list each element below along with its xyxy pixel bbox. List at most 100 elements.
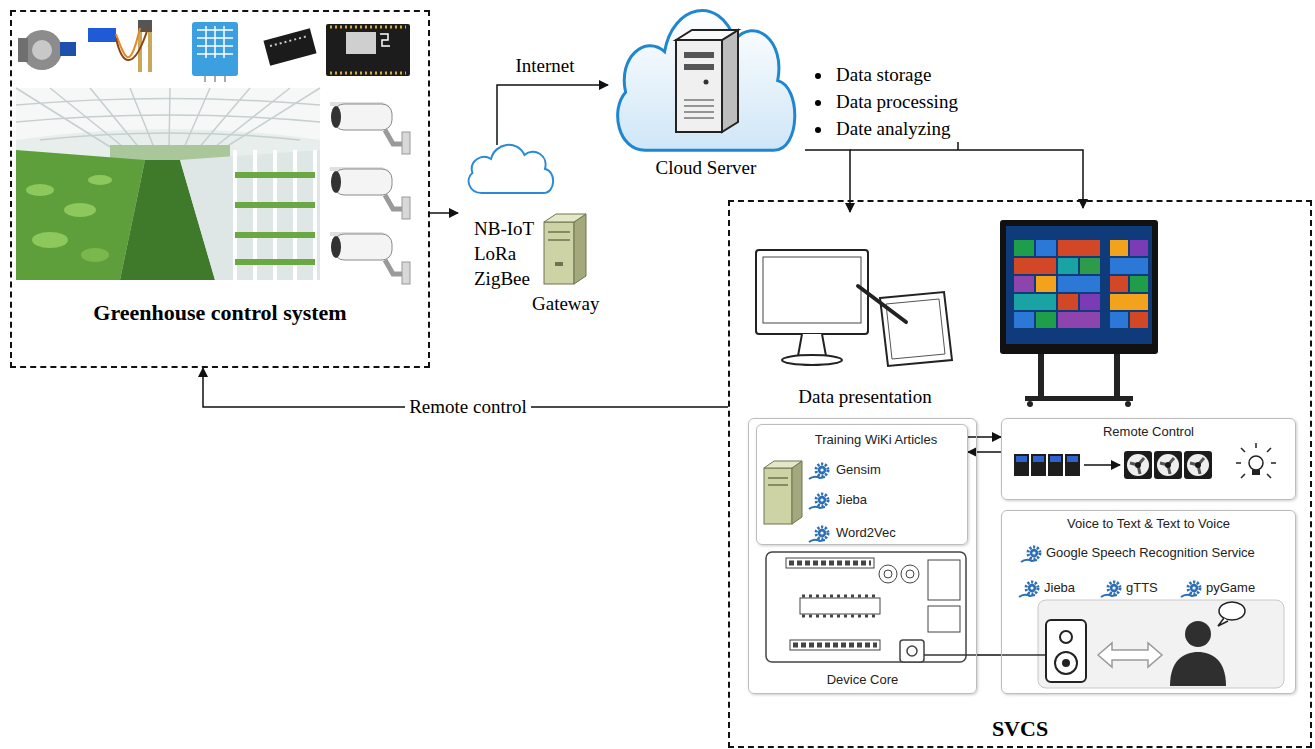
relay-fan-lamp [1016, 456, 1027, 462]
connector [430, 212, 458, 214]
cloud-server-icon [676, 40, 722, 132]
microcontroller-board [793, 643, 877, 648]
microcontroller-board [901, 565, 919, 583]
node-item: Word2Vec [836, 525, 946, 541]
greenhouse-photo [32, 232, 68, 248]
microcontroller-board [790, 640, 880, 650]
camera-icon [331, 171, 341, 193]
greenhouse-photo [235, 150, 315, 280]
relay-fan-lamp [1236, 443, 1276, 478]
touch-display [1058, 258, 1078, 274]
cloud-server-icon [704, 80, 709, 85]
camera-icon [330, 167, 410, 219]
relay-fan-lamp [1165, 462, 1171, 468]
touch-display [1130, 276, 1148, 292]
sensor-photos [270, 36, 308, 46]
camera-icon [334, 169, 392, 195]
touch-display [1058, 276, 1100, 292]
voice-interaction [1038, 600, 1284, 688]
camera-icon [402, 197, 410, 219]
sensor-photos [88, 28, 116, 42]
gateway-icon [544, 214, 586, 222]
split-arrow [957, 142, 959, 150]
system-box: Greenhouse control system [10, 10, 430, 368]
relay-fan-lamp [1135, 462, 1141, 468]
microcontroller-board [924, 654, 977, 656]
touch-display [1036, 312, 1056, 328]
split-arrow [850, 142, 1083, 208]
cloud-server-icon [618, 10, 795, 150]
server-icon [768, 478, 788, 485]
camera-icon [402, 262, 410, 284]
greenhouse-photo [180, 150, 320, 280]
relay-fan-lamp [1130, 458, 1204, 474]
relay-fan-lamp [1084, 464, 1120, 466]
greenhouse-photo [26, 184, 54, 196]
desktop-monitor [798, 334, 826, 356]
node-title: Device Core [752, 672, 973, 688]
camera-icon [331, 106, 341, 128]
greenhouse-photo [16, 88, 320, 280]
microcontroller-board [800, 598, 880, 614]
touch-display [1014, 276, 1034, 292]
camera-icon [334, 104, 392, 130]
desktop-monitor [756, 250, 952, 366]
cloud-server-icon [722, 30, 738, 132]
server-icon [792, 461, 802, 524]
node-title: Voice to Text & Text to Voice [1005, 516, 1292, 532]
touch-display [1114, 354, 1120, 398]
voice-interaction [1185, 621, 1211, 647]
microcontroller-board [789, 561, 871, 566]
sensor-photos [18, 20, 410, 82]
microcontroller-board [907, 646, 917, 656]
bullet-mark [815, 73, 821, 79]
edge-label: Internet [511, 55, 578, 77]
touch-display [1110, 294, 1148, 310]
bullet-mark [815, 127, 821, 133]
camera-icon [334, 234, 392, 260]
cloud-server-icon [684, 64, 714, 70]
camera-icon [330, 232, 410, 284]
desktop-monitor [858, 286, 906, 322]
voice-interaction [1218, 618, 1228, 626]
control-panel: Remote Control [1001, 418, 1296, 500]
touch-display [1014, 294, 1056, 310]
relay-fan-lamp [1031, 454, 1046, 476]
camera-icon [331, 236, 341, 258]
relay-fan-lamp [1124, 451, 1152, 479]
touch-display [1038, 354, 1044, 398]
relay-fan-lamp [1048, 454, 1063, 476]
connector [968, 436, 1001, 438]
relay-fan-lamp [1195, 462, 1201, 468]
relay-fan-lamp [1252, 470, 1260, 475]
cloud-server-icon [684, 100, 714, 118]
touch-display [1014, 258, 1056, 274]
sensor-photos [263, 28, 316, 66]
touch-display [1110, 276, 1128, 292]
greenhouse-photo [81, 248, 109, 262]
voice-interaction [1170, 652, 1226, 686]
system-box: SVCSData presentationDevice CoreTraining… [728, 200, 1312, 748]
sensor-photos [116, 28, 148, 60]
sensor-photos [60, 42, 76, 56]
touch-display [1036, 276, 1056, 292]
edge-label: Remote control [405, 396, 531, 418]
touch-display [1130, 312, 1148, 328]
connector [977, 654, 1001, 656]
relay-fan-lamp [1154, 451, 1182, 479]
cloud-server-icon [618, 10, 795, 150]
camera-icon [385, 260, 403, 274]
greenhouse-photo [16, 88, 320, 150]
desktop-monitor [886, 299, 945, 359]
greenhouse-photo [235, 175, 315, 262]
server-icon [764, 461, 802, 468]
desktop-monitor [880, 292, 952, 366]
voice-interaction [1055, 652, 1077, 674]
sensor-photos [346, 32, 376, 54]
relay-fan-lamp [1249, 456, 1263, 470]
relay-fan-lamp [1184, 451, 1212, 479]
microcontroller-board [884, 570, 892, 578]
